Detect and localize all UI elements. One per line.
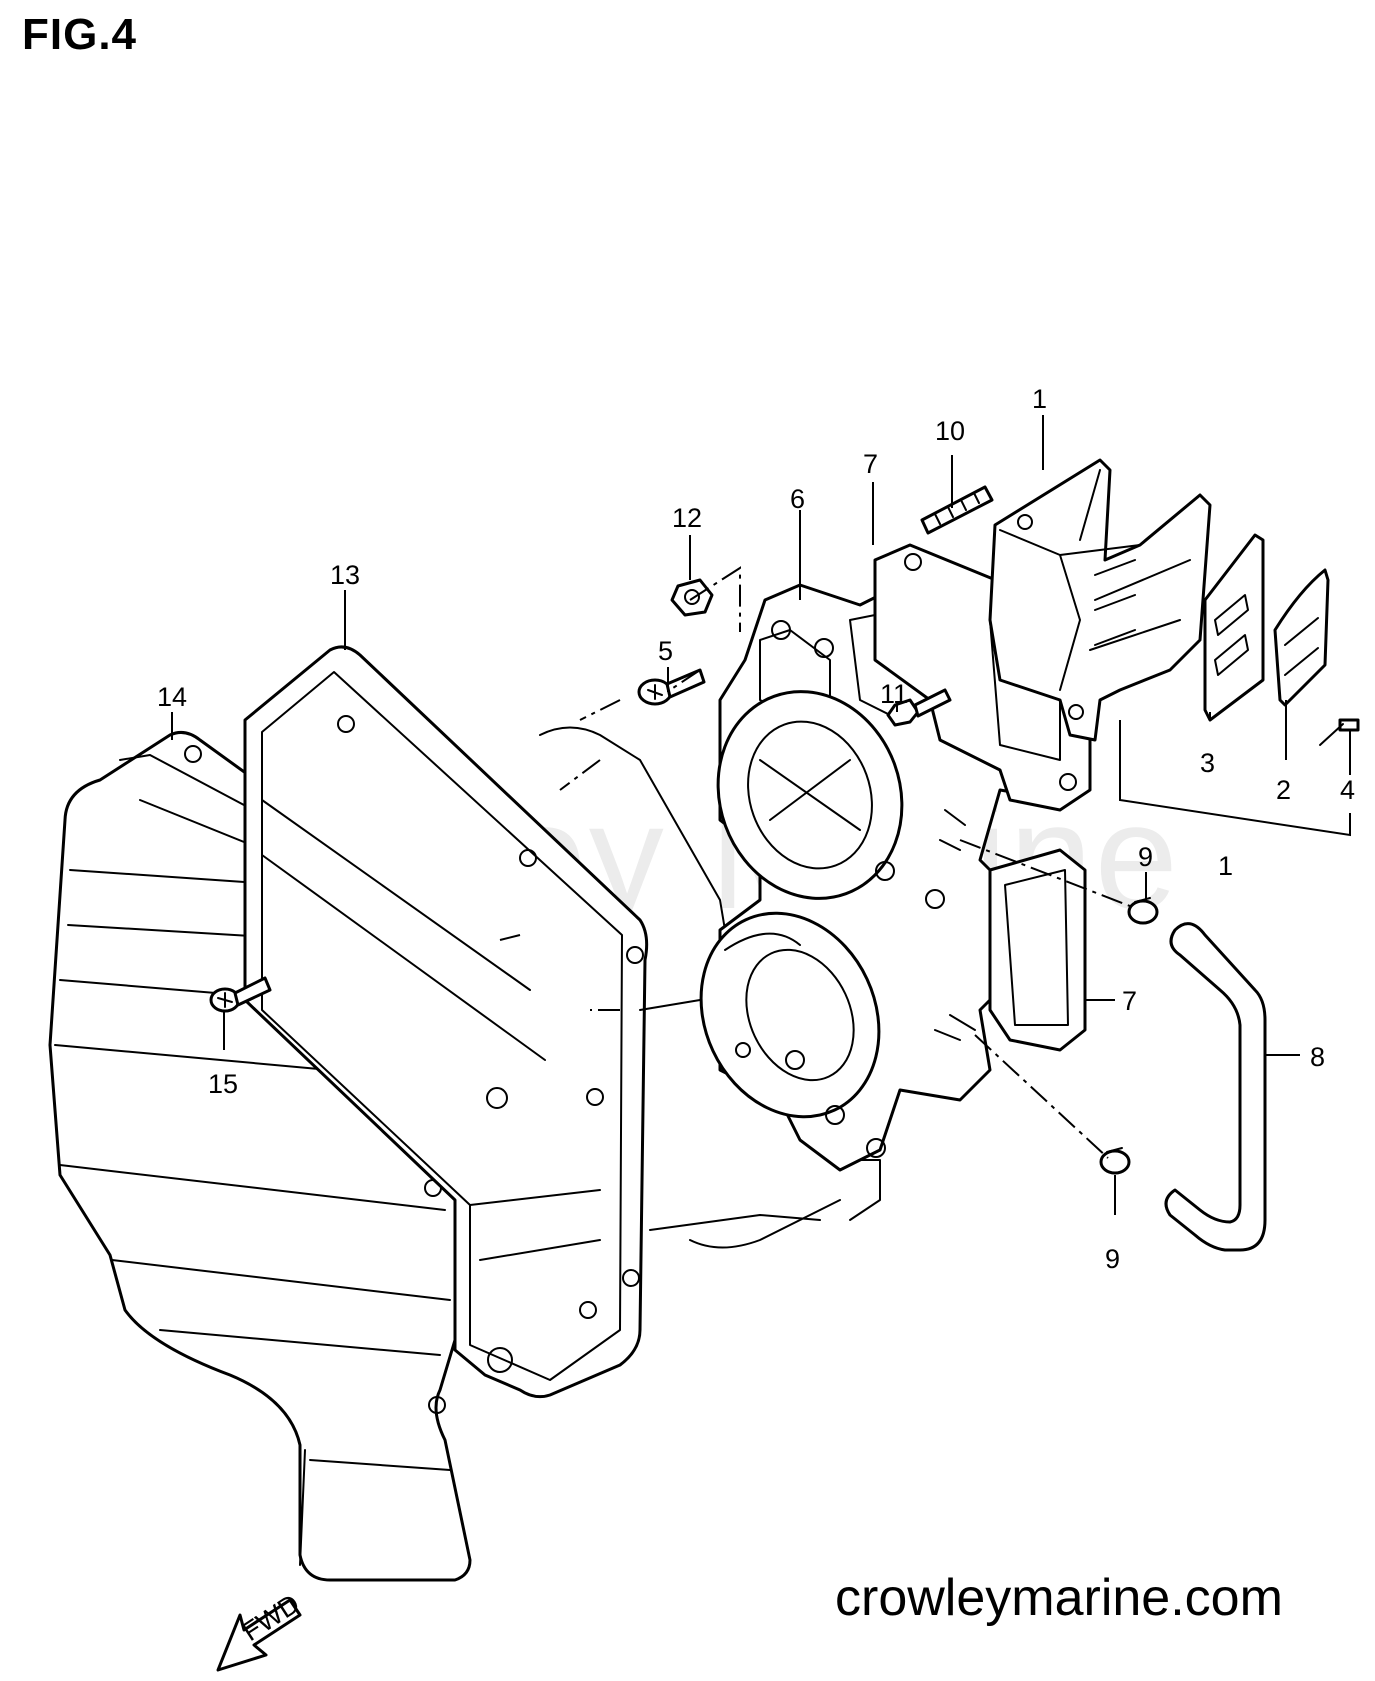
callout-14: 14 xyxy=(157,682,187,712)
part-13-frame xyxy=(243,645,649,1399)
assembly-lines xyxy=(499,566,1136,1159)
part-5-bolt xyxy=(637,668,706,706)
callout-4: 4 xyxy=(1340,775,1355,805)
leader-lines xyxy=(171,415,1351,1215)
callout-12: 12 xyxy=(672,503,702,533)
callout-9-top: 9 xyxy=(1138,842,1153,872)
callout-1-top: 1 xyxy=(1032,384,1047,414)
callout-9-bottom: 9 xyxy=(1105,1244,1120,1274)
callout-7-top: 7 xyxy=(863,449,878,479)
part-2-stopper xyxy=(1273,568,1330,707)
callout-7-right: 7 xyxy=(1122,986,1137,1016)
callout-3: 3 xyxy=(1200,748,1215,778)
callout-1-bottom: 1 xyxy=(1218,851,1233,881)
callout-numbers: 1 10 7 6 12 13 14 5 11 3 2 4 1 9 7 8 9 1… xyxy=(157,384,1355,1274)
part-8-hose xyxy=(1164,922,1267,1252)
part-9-clamp-top xyxy=(1127,897,1159,925)
part-3-reed xyxy=(1203,533,1265,722)
part-7-gasket-lower xyxy=(988,848,1087,1052)
part-12-nut xyxy=(670,578,714,617)
part-15-screw xyxy=(209,976,272,1013)
callout-6: 6 xyxy=(790,484,805,514)
figure-title: FIG.4 xyxy=(22,10,138,59)
part-10-stud xyxy=(920,485,994,535)
fwd-label: FWD xyxy=(237,1588,305,1647)
callout-13: 13 xyxy=(330,560,360,590)
callout-10: 10 xyxy=(935,416,965,446)
fwd-arrow-icon: FWD xyxy=(216,1588,305,1672)
part-4-screw xyxy=(1319,718,1360,746)
callout-11: 11 xyxy=(880,679,908,709)
part-1-reed-valve xyxy=(988,458,1212,742)
callout-15: 15 xyxy=(208,1069,238,1099)
part-11-bolt xyxy=(886,688,952,727)
part-9-clamp-bottom xyxy=(1099,1147,1131,1175)
callout-5: 5 xyxy=(658,636,673,666)
callout-2: 2 xyxy=(1276,775,1291,805)
website-text: crowleymarine.com xyxy=(835,1569,1283,1627)
callout-8: 8 xyxy=(1310,1042,1325,1072)
